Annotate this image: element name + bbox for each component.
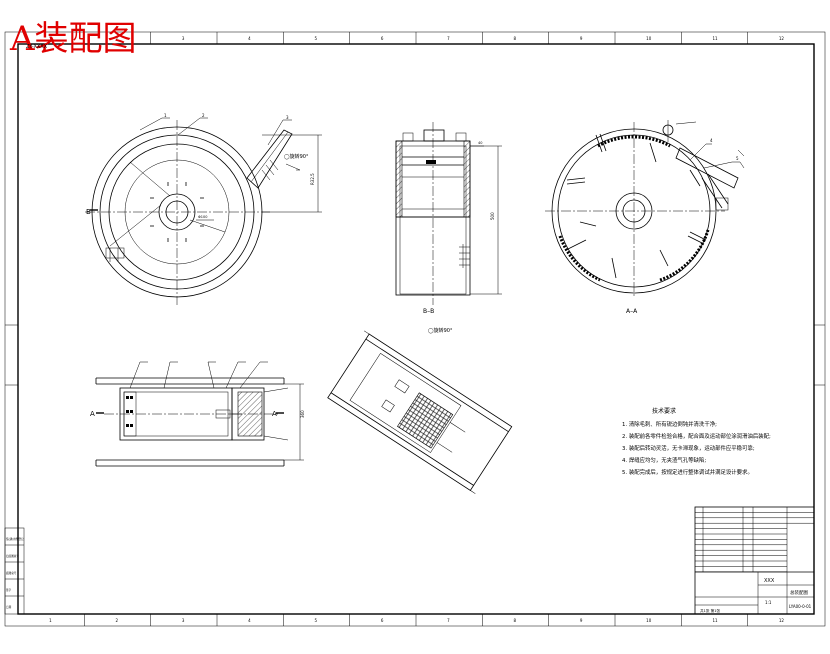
- svg-text:40: 40: [478, 141, 482, 145]
- svg-text:2: 2: [202, 113, 205, 118]
- svg-text:Φ100: Φ100: [198, 215, 207, 219]
- zone-label: 11: [713, 618, 719, 623]
- section-aa-label: A–A: [626, 308, 638, 315]
- drawing-number: LYA00-0-01: [789, 604, 812, 609]
- zone-label: 7: [447, 36, 450, 41]
- section-bb-view: 500 40 B–B ◯旋转90°: [395, 122, 502, 334]
- sheet-info: 共1张 第1张: [700, 608, 720, 613]
- company-name: XXX: [764, 578, 775, 584]
- rotation-note-front: ◯旋转90°: [284, 153, 309, 160]
- cut-marker-a-left: A: [90, 410, 95, 418]
- side-row-5: 日期: [6, 605, 12, 609]
- zone-label: 7: [447, 618, 450, 623]
- side-row-2: 旧底图总号: [6, 554, 19, 558]
- zone-label: 3: [182, 36, 185, 41]
- rotated-view-label: ◯旋转90°: [428, 327, 453, 334]
- section-aa-view: 4 5 A–A: [545, 120, 745, 315]
- side-panel: 借(通)用件登记 旧底图总号 底图总号 签字 日期: [4, 527, 25, 615]
- section-bb-label: B–B: [423, 308, 434, 315]
- svg-text:5: 5: [736, 156, 739, 161]
- zone-label: 8: [514, 36, 517, 41]
- zone-label: 4: [248, 618, 251, 623]
- zone-label: 10: [646, 618, 652, 623]
- zone-label: 12: [779, 36, 785, 41]
- zone-label: 11: [713, 36, 719, 41]
- zone-label: 9: [580, 618, 583, 623]
- zone-label: 1: [49, 36, 52, 41]
- tech-item-2: 2. 装配前各零件检验合格，配合面及运动部位涂润滑油后装配;: [622, 432, 771, 440]
- rotated-view: [327, 330, 513, 494]
- top-view: 360 A A: [90, 361, 305, 467]
- svg-text:R32.5: R32.5: [310, 173, 315, 185]
- cut-marker-b: B: [86, 208, 91, 216]
- drawing-border: [4, 31, 826, 627]
- cut-marker-a-right: A: [272, 410, 277, 418]
- svg-text:1: 1: [164, 113, 167, 118]
- svg-text:360: 360: [300, 410, 305, 418]
- zone-label: 5: [315, 36, 318, 41]
- tech-heading: 技术要求: [652, 407, 676, 415]
- zone-label: 5: [315, 618, 318, 623]
- zone-label: 4: [248, 36, 251, 41]
- scale-label: 1:1: [765, 600, 772, 605]
- zone-label: 6: [381, 36, 384, 41]
- title-block: XXX 总装配图 LYA00-0-01 1:1 共1张 第1张: [694, 506, 815, 615]
- tech-item-5: 5. 装配完成后，按规定进行整体调试并满足设计要求。: [622, 468, 753, 476]
- svg-text:3: 3: [286, 115, 289, 120]
- svg-text:4: 4: [710, 138, 713, 143]
- zone-label: 2: [116, 618, 119, 623]
- tech-item-3: 3. 装配后转动灵活，无卡滞现象，运动部件应平稳可靠;: [622, 444, 755, 452]
- side-row-1: 借(通)用件登记: [6, 537, 24, 541]
- stamp-title: A装配图: [9, 19, 137, 59]
- tech-item-4: 4. 焊缝应均匀，无夹渣气孔等缺陷;: [622, 456, 706, 464]
- side-row-4: 签字: [6, 588, 12, 592]
- drawing-name: 总装配图: [790, 589, 808, 596]
- zone-label: 3: [182, 618, 185, 623]
- side-row-3: 底图总号: [6, 571, 17, 575]
- zone-label: 10: [646, 36, 652, 41]
- zone-label: 1: [49, 618, 52, 623]
- svg-text:500: 500: [490, 212, 495, 220]
- zone-label: 8: [514, 618, 517, 623]
- tech-item-1: 1. 清除毛刺、所有锐边倒钝并清洗干净;: [622, 420, 717, 428]
- zone-label: 2: [116, 36, 119, 41]
- zone-label: 12: [779, 618, 785, 623]
- technical-requirements: 技术要求 1. 清除毛刺、所有锐边倒钝并清洗干净; 2. 装配前各零件检验合格，…: [622, 407, 771, 476]
- zone-label: 9: [580, 36, 583, 41]
- zone-label: 6: [381, 618, 384, 623]
- corner-code: ZY-XXXX: [26, 44, 48, 50]
- front-view: R32.5 1 2 3 B ◯旋转90° Φ100: [85, 113, 322, 305]
